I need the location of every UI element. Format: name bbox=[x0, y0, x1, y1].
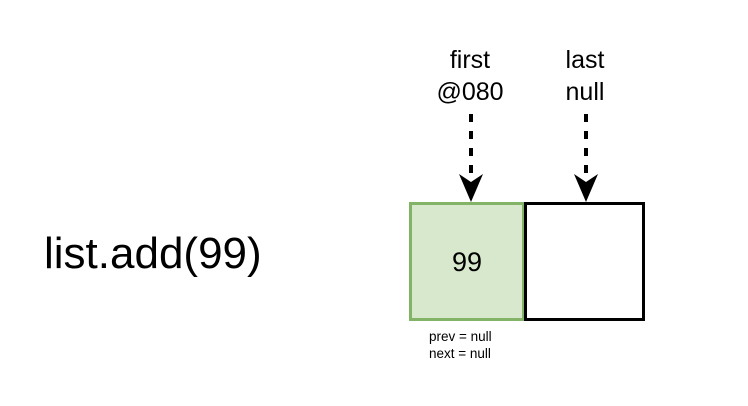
pointer-value-last: null bbox=[565, 78, 605, 106]
node-cell-value: 99 bbox=[409, 202, 525, 321]
node-field-prev: prev = null bbox=[429, 329, 492, 344]
dashed-down-arrow-icon-last bbox=[566, 112, 606, 204]
pointer-name-first: first bbox=[449, 46, 491, 74]
node-field-next: next = null bbox=[429, 345, 491, 361]
pointer-label-first: first @080 bbox=[400, 44, 540, 108]
dashed-down-arrow-icon-first bbox=[451, 112, 491, 204]
linked-list-node: 99 bbox=[409, 202, 645, 321]
operation-label: list.add(99) bbox=[44, 229, 262, 278]
pointer-value-first: @080 bbox=[436, 78, 504, 106]
pointer-name-last: last bbox=[565, 46, 605, 74]
pointer-label-last: last null bbox=[520, 44, 650, 108]
node-cell-empty bbox=[524, 202, 645, 321]
node-value-text: 99 bbox=[451, 246, 483, 277]
node-field-annotations: prev = null next = null bbox=[429, 329, 492, 362]
